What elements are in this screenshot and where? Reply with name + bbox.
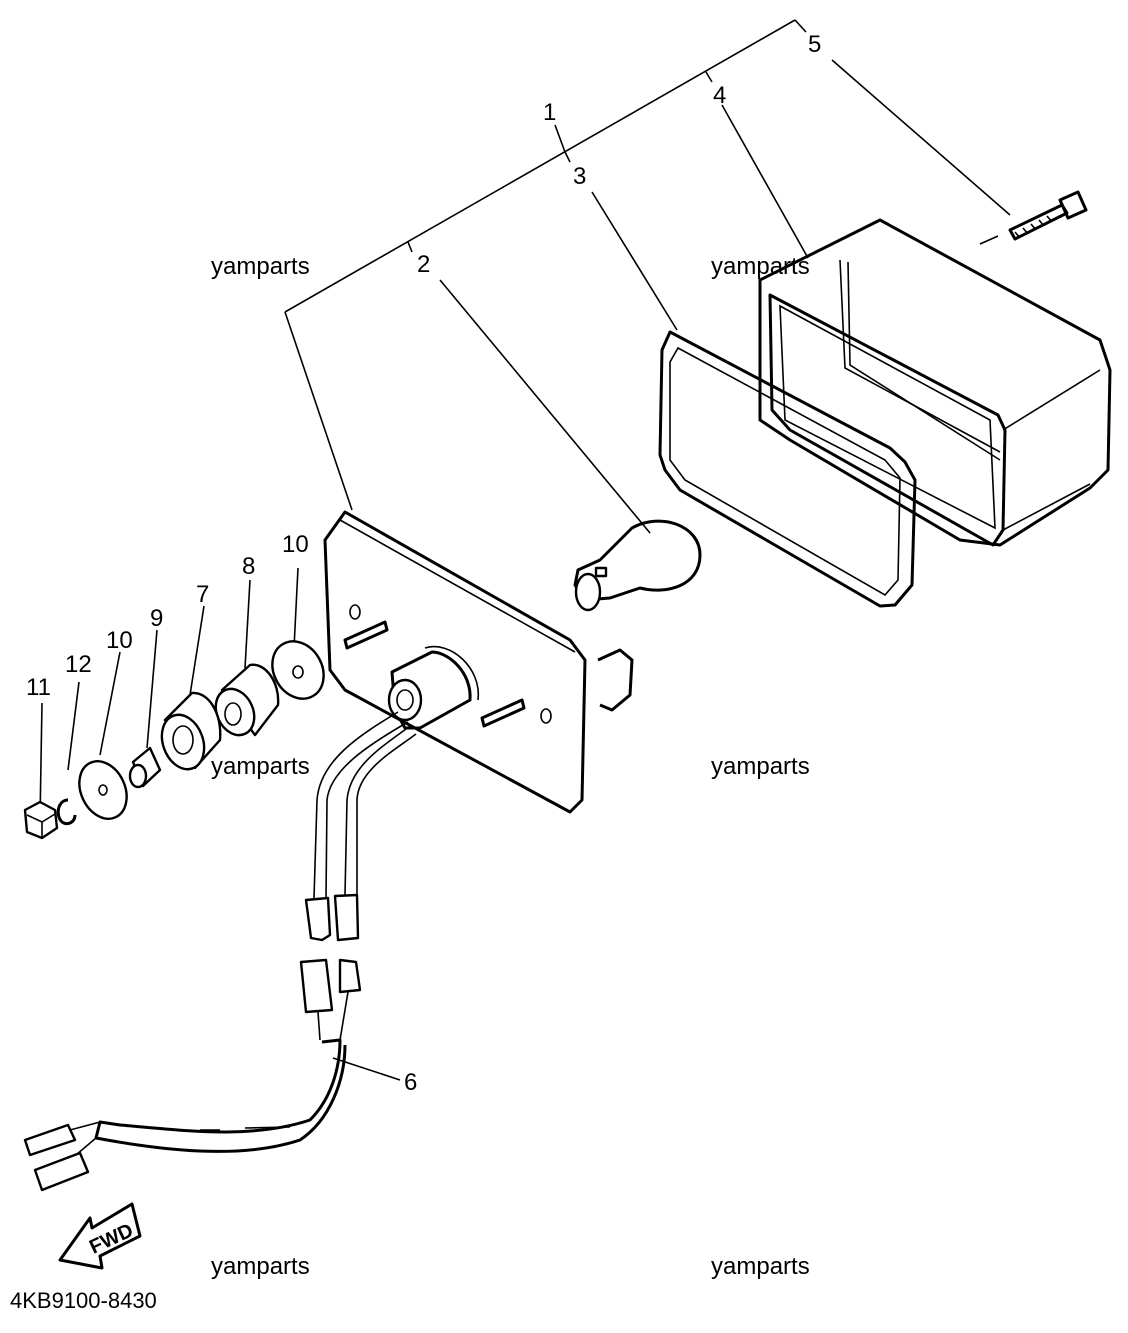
callout-12: 12: [65, 651, 92, 678]
screw-part-5: [979, 190, 1088, 245]
lens-housing-part-4: [758, 218, 1112, 547]
callout-3: 3: [573, 163, 586, 190]
watermark: yamparts: [711, 753, 810, 780]
collar-part-9: [128, 746, 162, 789]
washer-part-10-lower: [78, 760, 128, 820]
callout-1: 1: [543, 99, 556, 126]
callout-11: 11: [26, 674, 51, 701]
callout-10-upper: 10: [282, 531, 309, 558]
watermark: yamparts: [211, 753, 310, 780]
watermarks: yamparts yamparts yamparts yamparts yamp…: [211, 253, 810, 1280]
lamp-base-plate: [323, 510, 634, 814]
leader-lines: [39, 19, 1011, 1081]
callout-6: 6: [404, 1069, 417, 1096]
forward-direction-arrow: FWD: [58, 1202, 142, 1270]
callout-4: 4: [713, 82, 726, 109]
callout-2: 2: [417, 251, 430, 278]
callout-5: 5: [808, 31, 821, 58]
washer-part-10-upper: [271, 640, 325, 700]
callout-labels: 1 2 3 4 5 6 7 8 9 10 10 11 12: [26, 31, 821, 1096]
callout-9: 9: [150, 605, 163, 632]
nut-part-11: [23, 800, 59, 840]
watermark: yamparts: [711, 1253, 810, 1280]
gasket-part-3: [658, 330, 917, 608]
callout-8: 8: [242, 553, 255, 580]
callout-10-lower: 10: [106, 627, 133, 654]
watermark: yamparts: [211, 253, 310, 280]
bulb-part-2: [573, 519, 702, 612]
watermark: yamparts: [211, 1253, 310, 1280]
diagram-part-code: 4KB9100-8430: [10, 1288, 157, 1313]
grommet-part-8: [214, 663, 280, 737]
watermark: yamparts: [711, 253, 810, 280]
callout-7: 7: [196, 581, 209, 608]
damper-part-7: [160, 691, 222, 771]
spring-washer-part-12: [56, 798, 77, 826]
wiring-harness-part-6: [23, 711, 417, 1192]
